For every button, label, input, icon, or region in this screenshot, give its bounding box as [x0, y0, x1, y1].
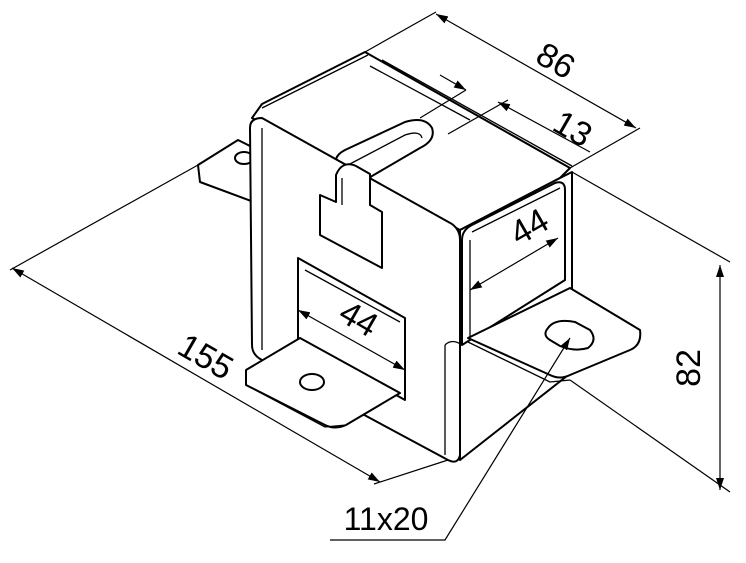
right-tab [467, 287, 642, 383]
right-tab-slot-hole [544, 319, 595, 351]
dim-label-11x20: 11x20 [344, 501, 429, 537]
dim-line-155 [11, 267, 381, 483]
dim-label-13: 13 [547, 103, 599, 155]
dim-label-86: 86 [530, 35, 582, 87]
front-clip [319, 163, 383, 269]
dim-label-155: 155 [171, 326, 239, 387]
leader-11x20 [330, 337, 571, 541]
dimension-lines [9, 11, 731, 541]
dim-line-86 [435, 13, 637, 129]
dim-line-13 [497, 101, 591, 153]
dim-label-82: 82 [670, 349, 708, 387]
front-tab-hole [299, 373, 325, 391]
dim-line-44-right [469, 237, 559, 291]
